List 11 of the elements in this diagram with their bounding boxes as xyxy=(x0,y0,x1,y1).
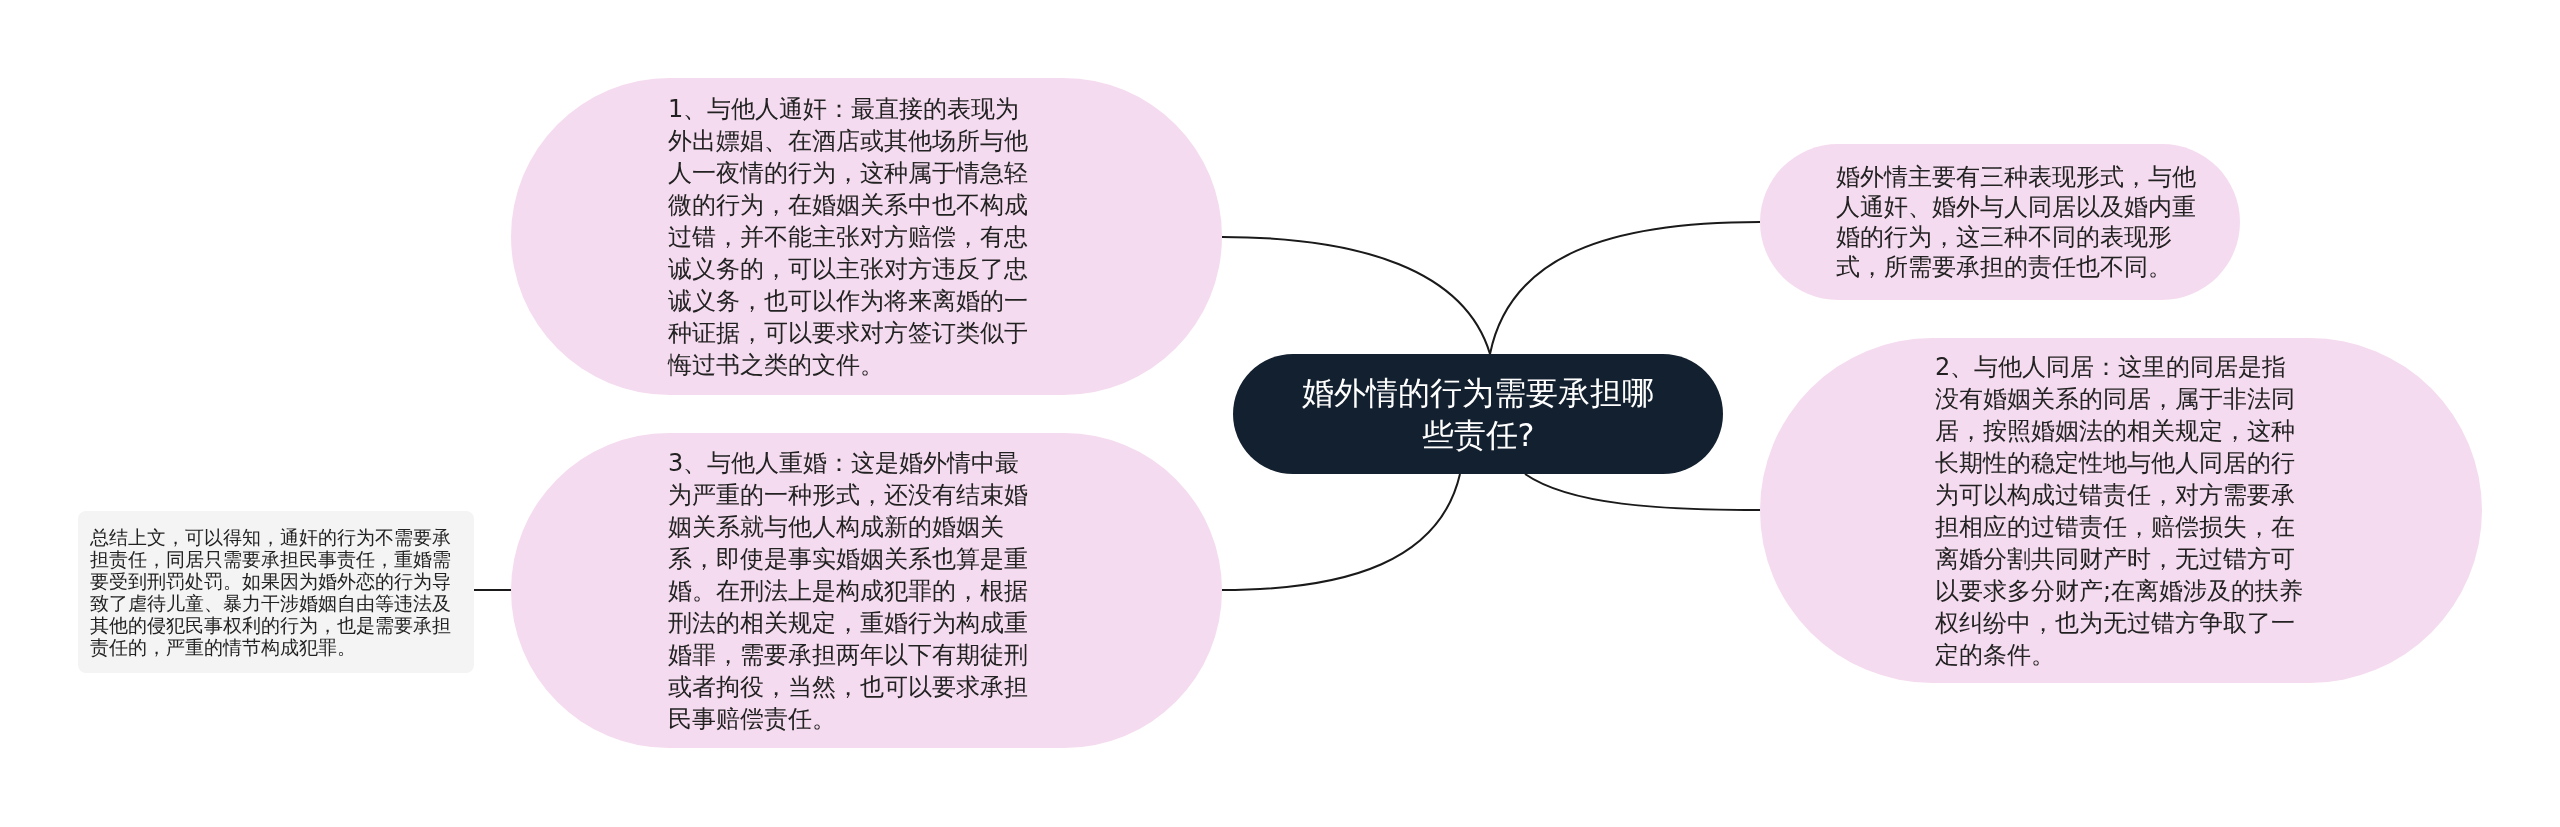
connector-line xyxy=(1221,236,1491,355)
central-topic: 婚外情的行为需要承担哪些责任? xyxy=(1233,354,1723,474)
connector-line xyxy=(1221,473,1461,591)
topic-bubble: 1、与他人通奸：最直接的表现为外出嫖娼、在酒店或其他场所与他人一夜情的行为，这种属于情急轻微的行为，在婚姻关系中也不构成过错，并不能主张对方赔偿，有忠诚义务的，可以主张对方违反了忠诚义务，也可以作为将来离婚的一种证据，可以要求对方签订类似于悔过书之类的文件。 xyxy=(511,78,1222,395)
connector-line xyxy=(473,589,512,591)
connector-line xyxy=(1524,473,1761,511)
connector-line xyxy=(1489,221,1761,355)
topic-bubble: 3、与他人重婚：这是婚外情中最为严重的一种形式，还没有结束婚姻关系就与他人构成新的婚姻关系，即使是事实婚姻关系也算是重婚。在刑法上是构成犯罪的，根据刑法的相关规定，重婚行为构成重婚罪，需要承担两年以下有期徒刑或者拘役，当然，也可以要求承担民事赔偿责任。 xyxy=(511,433,1222,748)
topic-bubble: 2、与他人同居：这里的同居是指没有婚姻关系的同居，属于非法同居，按照婚姻法的相关规定，这种长期性的稳定性地与他人同居的行为可以构成过错责任，对方需要承担相应的过错责任，赔偿损失，在离婚分割共同财产时，无过错方可以要求多分财产;在离婚涉及的扶养权纠纷中，也为无过错方争取了一定的条件。 xyxy=(1760,338,2482,683)
topic-bubble: 婚外情主要有三种表现形式，与他人通奸、婚外与人同居以及婚内重婚的行为，这三种不同的表现形式，所需要承担的责任也不同。 xyxy=(1760,144,2240,300)
summary-note: 总结上文，可以得知，通奸的行为不需要承担责任，同居只需要承担民事责任，重婚需要受到刑罚处罚。如果因为婚外恋的行为导致了虐待儿童、暴力干涉婚姻自由等违法及其他的侵犯民事权利的行为，也是需要承担责任的，严重的情节构成犯罪。 xyxy=(78,511,474,673)
